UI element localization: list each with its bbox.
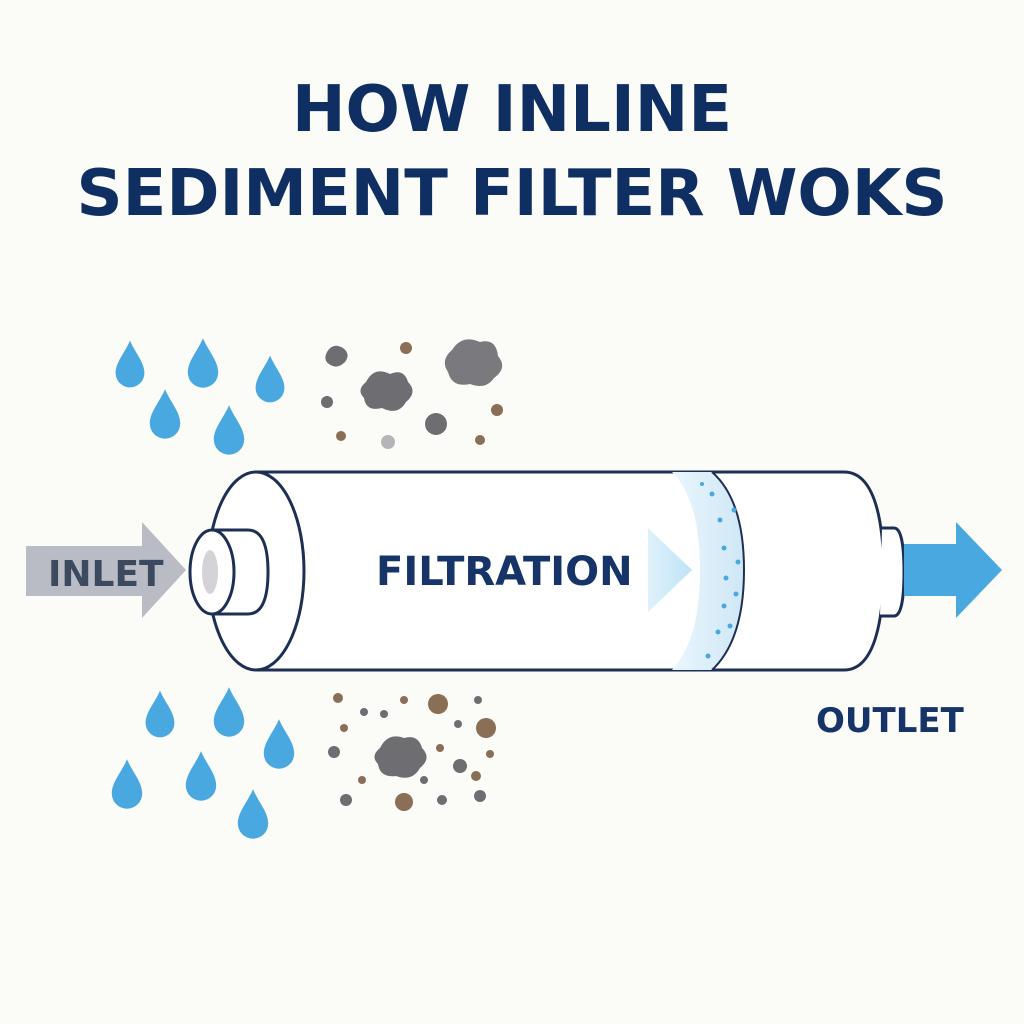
title-line-1: HOW INLINE <box>291 73 733 147</box>
flow-arrow-icon <box>26 522 186 618</box>
sediment-particle-icon <box>420 776 428 784</box>
water-drop-icon <box>237 789 269 839</box>
sediment-particle-icon <box>475 435 485 445</box>
sediment-particle-icon <box>425 413 447 435</box>
filter-media <box>672 472 744 670</box>
sediment-particle-icon <box>428 694 448 714</box>
flow-arrow-icon <box>648 528 692 612</box>
sediment-particle-icon <box>321 396 333 408</box>
water-drop-icon <box>255 355 285 403</box>
filter-cartridge: FILTRATION <box>188 470 906 672</box>
sediment-particle-icon <box>471 771 481 781</box>
sediment-particle-icon <box>340 724 348 732</box>
sediment-particle-icon <box>474 696 482 704</box>
outlet-fitting <box>880 526 906 618</box>
inlet-label: INLET <box>48 554 164 595</box>
sediment-particle-icon <box>486 750 494 758</box>
water-drop-icon <box>213 687 245 737</box>
sediment-particle-icon <box>491 404 503 416</box>
water-drop-icon <box>111 759 143 809</box>
outlet-label: OUTLET <box>816 701 965 741</box>
water-drops-bottom <box>111 687 295 839</box>
sediment-particle-icon <box>360 708 368 716</box>
water-drop-icon <box>263 719 295 769</box>
sediment-particle-icon <box>360 371 413 411</box>
water-drop-icon <box>115 340 145 388</box>
water-drop-icon <box>149 389 181 439</box>
sediment-particle-icon <box>400 696 408 704</box>
flow-arrow-icon <box>904 522 1002 618</box>
sediment-particle-icon <box>437 795 447 805</box>
sediment-particle-icon <box>380 710 388 718</box>
water-drops-top <box>115 338 285 455</box>
sediment-particle-icon <box>358 776 366 784</box>
sediment-bottom <box>328 693 496 811</box>
water-drop-icon <box>187 338 219 388</box>
outlet-arrow <box>904 522 1002 618</box>
sediment-particle-icon <box>444 339 503 386</box>
sediment-particle-icon <box>436 744 444 752</box>
inlet-arrow: INLET <box>26 522 186 618</box>
sediment-particle-icon <box>474 790 486 802</box>
sediment-top <box>321 339 503 449</box>
sediment-particle-icon <box>374 736 427 778</box>
filter-pores <box>700 482 741 659</box>
sediment-particle-icon <box>333 693 343 703</box>
sediment-particle-icon <box>476 718 496 738</box>
water-drop-icon <box>185 751 217 801</box>
sediment-particle-icon <box>381 435 395 449</box>
water-drop-icon <box>145 690 175 738</box>
sediment-particle-icon <box>340 794 352 806</box>
filtration-label: FILTRATION <box>376 549 633 595</box>
sediment-particle-icon <box>453 759 467 773</box>
title-line-2: SEDIMENT FILTER WOKS <box>76 157 948 231</box>
page-title: HOW INLINE SEDIMENT FILTER WOKS <box>0 68 1024 236</box>
water-drop-icon <box>213 405 245 455</box>
sediment-particle-icon <box>395 793 413 811</box>
sediment-particle-icon <box>325 345 348 367</box>
sediment-particle-icon <box>400 342 412 354</box>
sediment-particle-icon <box>454 720 462 728</box>
sediment-particle-icon <box>328 746 340 758</box>
sediment-particle-icon <box>336 431 346 441</box>
